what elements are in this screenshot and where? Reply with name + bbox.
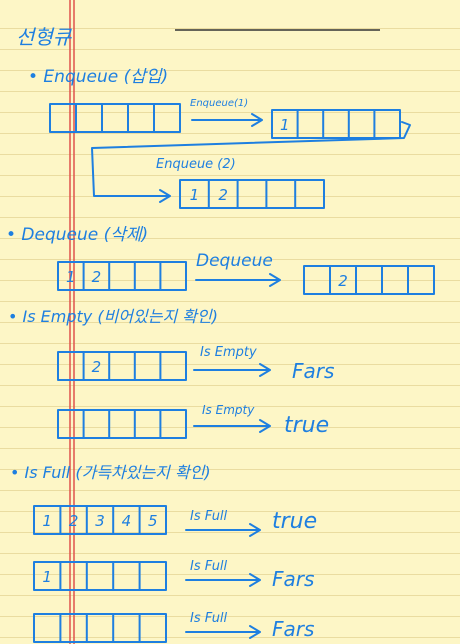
wrap-arrow-icon: [91, 121, 411, 203]
arrow-icon: [193, 363, 271, 377]
enqueue-op-label: Enqueue(1): [190, 98, 248, 109]
arrow-icon: [191, 113, 263, 127]
queue-frame: [271, 109, 401, 139]
arrow-icon: [185, 523, 261, 537]
queue-frame: [57, 409, 187, 439]
queue-cell-value: 1: [42, 568, 52, 586]
isfull-result-1: true: [272, 509, 317, 534]
dequeue-heading: • Dequeue (삭제): [6, 225, 148, 245]
isfull-result-2: Fars: [272, 567, 314, 591]
isempty-op-label-2: Is Empty: [202, 403, 255, 417]
isempty-op-label-1: Is Empty: [200, 345, 257, 360]
enqueue-heading: • Enqueue (삽입): [28, 67, 168, 87]
isempty-heading: • Is Empty (비어있는지 확인): [8, 307, 218, 326]
queue-frame: [49, 103, 181, 133]
isfull-op-label-1: Is Full: [190, 509, 228, 524]
isfull-op-label-3: Is Full: [190, 611, 228, 626]
arrow-icon: [185, 573, 261, 587]
isfull-heading: • Is Full (가득차있는지 확인): [10, 463, 211, 482]
arrow-icon: [185, 625, 261, 639]
queue-cell-value: 1: [280, 116, 290, 134]
queue-cell-value: 1: [66, 268, 76, 286]
queue-frame: [33, 505, 167, 535]
page-title: 선형큐: [16, 25, 73, 49]
enqueue-op-label-2: Enqueue (2): [156, 157, 236, 172]
queue-cell-value: 2: [338, 272, 348, 290]
dequeue-op-label: Dequeue: [196, 251, 273, 271]
queue-isfull-3: [33, 613, 167, 643]
isfull-result-3: Fars: [272, 617, 314, 641]
queue-isempty-2: [57, 409, 187, 439]
queue-frame: [57, 351, 187, 381]
isempty-result-2: true: [284, 413, 329, 438]
queue-cell-value: 5: [148, 512, 158, 530]
queue-empty: [49, 103, 181, 133]
queue-frame: [179, 179, 325, 209]
queue-frame: [57, 261, 187, 291]
queue-cell-value: 2: [92, 268, 102, 286]
arrow-icon: [195, 273, 281, 287]
queue-cell-value: 1: [42, 512, 52, 530]
arrow-icon: [193, 419, 271, 433]
queue-isempty-1: 2: [57, 351, 187, 381]
queue-cell-value: 2: [69, 512, 79, 530]
queue-frame: [33, 613, 167, 643]
queue-cell-value: 1: [190, 186, 200, 204]
queue-frame: [33, 561, 167, 591]
queue-frame: [303, 265, 435, 295]
queue-after-enqueue-1: 1: [271, 109, 401, 139]
queue-cell-value: 2: [218, 186, 228, 204]
queue-cell-value: 2: [92, 358, 102, 376]
isempty-result-1: Fars: [292, 359, 334, 383]
queue-cell-value: 4: [122, 512, 132, 530]
queue-isfull-2: 1: [33, 561, 167, 591]
queue-after-dequeue: 2: [303, 265, 435, 295]
queue-cell-value: 3: [95, 512, 105, 530]
isfull-op-label-2: Is Full: [190, 559, 228, 574]
